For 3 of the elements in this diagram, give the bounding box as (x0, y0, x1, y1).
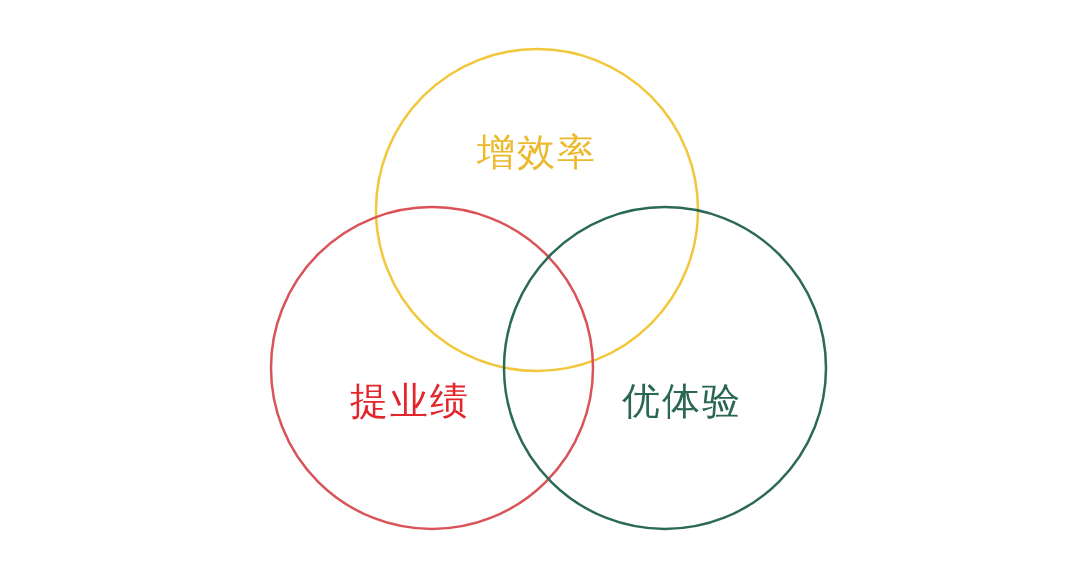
circle-label: 提业绩 (350, 377, 470, 425)
circle-label: 增效率 (477, 128, 597, 176)
circle-label: 优体验 (622, 377, 742, 425)
